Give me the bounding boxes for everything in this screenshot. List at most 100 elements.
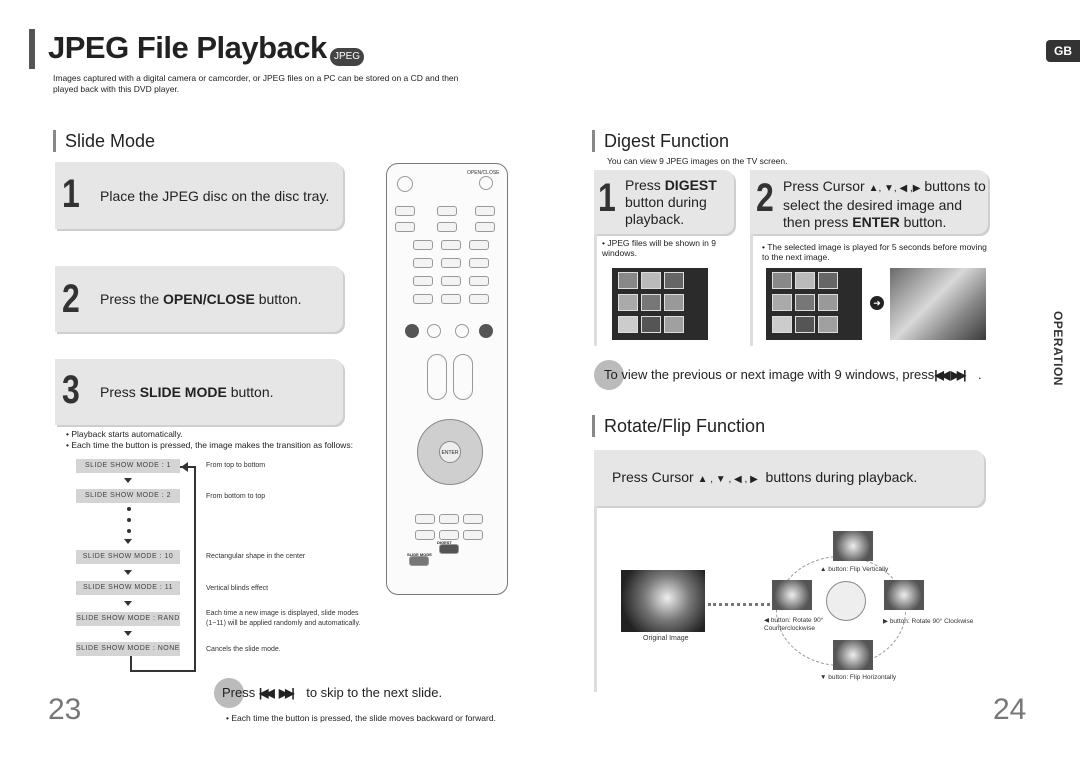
rotate-heading: Rotate/Flip Function: [604, 416, 766, 436]
rotate-instruction: Press Cursor ▲ , ▼ , ◀ , ▶ buttons durin…: [612, 469, 917, 485]
angle-button[interactable]: [439, 514, 459, 524]
slow-button[interactable]: [439, 530, 459, 540]
prev-button[interactable]: [405, 324, 419, 338]
digest-screen-1: [612, 268, 708, 340]
subtitle-button[interactable]: [463, 514, 483, 524]
num-3-button[interactable]: [469, 240, 489, 250]
digest-button[interactable]: [439, 544, 459, 554]
slide-mode-label: SLIDE MODE: [407, 552, 432, 557]
dvd-button[interactable]: [395, 222, 415, 232]
digest-label: DIGEST: [437, 540, 452, 545]
step-2-box: [55, 266, 343, 332]
thumbnail-tile: [818, 294, 838, 311]
mode-11-label: SLIDE SHOW MODE : 11: [76, 581, 180, 595]
enter-button[interactable]: ENTER: [439, 441, 461, 463]
d1-bold: DIGEST: [664, 177, 717, 193]
rotate-cw-image: [884, 580, 924, 610]
flip-vertical-image: [833, 531, 873, 561]
num-5-button[interactable]: [441, 258, 461, 268]
step-2-text: Press the OPEN/CLOSE button.: [100, 291, 302, 307]
sleep-button[interactable]: [395, 206, 415, 216]
volume-rocker[interactable]: [427, 354, 447, 400]
enter-label: ENTER: [441, 450, 459, 456]
page-number-right: 24: [993, 693, 1027, 726]
lang-tab: GB: [1046, 40, 1080, 62]
digest-note-2: • The selected image is played for 5 sec…: [762, 242, 987, 262]
step-2-post: button.: [254, 291, 302, 307]
skip-forward-icon: ▶▶|: [278, 686, 295, 700]
dimmer-button[interactable]: [437, 206, 457, 216]
thumbnail-tile: [795, 272, 815, 289]
press-highlight: [214, 678, 244, 708]
mode-2-desc: From bottom to top: [206, 493, 266, 500]
dpad-icon: [826, 581, 866, 621]
thumbnail-tile: [618, 294, 638, 311]
loop-line-h: [130, 670, 196, 672]
digest-step-1-text: Press DIGEST button during playback.: [625, 177, 725, 228]
thumbnail-tile: [618, 272, 638, 289]
mode-rand-desc: Each time a new image is displayed, slid…: [206, 610, 361, 627]
step-2-number: 2: [62, 277, 80, 321]
num-9-button[interactable]: [469, 276, 489, 286]
stop-button[interactable]: [427, 324, 441, 338]
digest-step-1-number: 1: [598, 176, 616, 220]
step-1-box: [55, 162, 343, 229]
rotate-pre: Press Cursor: [612, 469, 694, 485]
num-4-button[interactable]: [413, 258, 433, 268]
play-pause-button[interactable]: [455, 324, 469, 338]
digest-bar: [592, 130, 595, 152]
power-button[interactable]: [397, 176, 413, 192]
mode-none-label: SLIDE SHOW MODE : NONE: [76, 642, 180, 656]
aux-button[interactable]: [475, 222, 495, 232]
num-8-button[interactable]: [441, 276, 461, 286]
note-2-text: Each time the button is pressed, the ima…: [71, 440, 353, 450]
digest-tip: To view the previous or next image with …: [604, 367, 982, 382]
digest-step-1-box: [594, 170, 734, 234]
note-1: • Playback starts automatically.: [66, 429, 183, 439]
tuning-rocker[interactable]: [453, 354, 473, 400]
num-2-button[interactable]: [441, 240, 461, 250]
mode-10-desc: Rectangular shape in the center: [206, 553, 306, 560]
operation-tab: OPERATION: [1046, 311, 1068, 400]
remain-button[interactable]: [413, 294, 433, 304]
kitten-image: [890, 268, 986, 340]
num-1-button[interactable]: [413, 240, 433, 250]
digest-note-1: • JPEG files will be shown in 9 windows.: [602, 238, 717, 258]
thumbnail-tile: [772, 294, 792, 311]
cancel-button[interactable]: [469, 294, 489, 304]
loop-line: [180, 466, 196, 672]
step-1-text: Place the JPEG disc on the disc tray.: [100, 188, 330, 204]
num-6-button[interactable]: [469, 258, 489, 268]
mode-none-desc: Cancels the slide mode.: [206, 646, 281, 653]
slide-mode-heading: Slide Mode: [65, 131, 156, 151]
tune-button[interactable]: [463, 530, 483, 540]
skip-line: Press |◀◀ ▶▶| to skip to the next slide.: [222, 685, 442, 700]
thumbnail-tile: [795, 294, 815, 311]
intro-text: Images captured with a digital camera or…: [53, 73, 459, 94]
slide-mode-button[interactable]: [409, 556, 429, 566]
ps-button[interactable]: [475, 206, 495, 216]
thumbnail-tile: [818, 272, 838, 289]
cursor-arrows-icon: ▲ , ▼ , ◀ , ▶: [697, 474, 758, 485]
tuner-button[interactable]: [437, 222, 457, 232]
num-7-button[interactable]: [413, 276, 433, 286]
open-close-button[interactable]: [479, 176, 493, 190]
digest-col-line-1: [594, 234, 597, 346]
mode-2-label: SLIDE SHOW MODE : 2: [76, 489, 180, 503]
thumbnail-tile: [641, 294, 661, 311]
digest-note-2-text: The selected image is played for 5 secon…: [762, 242, 987, 262]
d1-pre: Press: [625, 177, 665, 193]
down-label-text: button: Flip Horizontally: [828, 674, 897, 681]
d2-pre: Press Cursor: [783, 178, 865, 194]
digest-step-2-box: [750, 170, 988, 234]
up-label-text: button: Flip Vertically: [828, 566, 889, 573]
jpeg-badge: JPEG: [330, 48, 364, 66]
num-0-button[interactable]: [441, 294, 461, 304]
down-label: ▼ button: Flip Horizontally: [820, 674, 897, 681]
rotate-col-line: [594, 506, 597, 692]
thumbnail-tile: [818, 316, 838, 333]
logo-button[interactable]: [415, 530, 435, 540]
next-button[interactable]: [479, 324, 493, 338]
arrow-down-icon: [124, 539, 132, 544]
zoom-button[interactable]: [415, 514, 435, 524]
